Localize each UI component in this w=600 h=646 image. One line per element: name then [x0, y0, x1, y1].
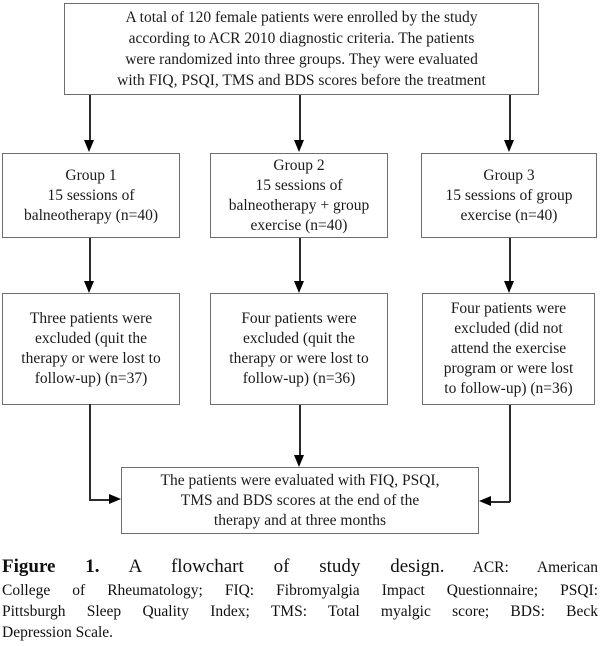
caption-line-3: Pittsburgh Sleep Quality Index; TMS: Tot… [2, 603, 598, 620]
arrowhead-right-final [109, 494, 121, 504]
connector-group1-to-exclusion1 [89, 238, 91, 282]
figure-number-label: Figure 1. [2, 556, 100, 577]
final-evaluation-box: The patients were evaluated with FIQ, PS… [121, 467, 479, 534]
caption-line-4: Depression Scale. [2, 624, 114, 641]
arrowhead-down-group2 [294, 140, 304, 152]
exclusion1-box: Three patients were excluded (quit the t… [2, 293, 180, 405]
group3-box: Group 3 15 sessions of group exercise (n… [421, 153, 597, 238]
arrowhead-down-group1 [84, 140, 94, 152]
exclusion3-box: Four patients were excluded (did not att… [422, 293, 595, 405]
connector-exclusion1-elbow-horizontal [89, 499, 110, 501]
connector-group2-to-exclusion2 [299, 238, 301, 282]
caption-title: A flowchart of study design. [128, 556, 445, 577]
group1-box: Group 1 15 sessions of balneotherapy (n=… [2, 153, 180, 238]
connector-exclusion3-elbow-vertical [509, 405, 511, 502]
connector-exclusion1-elbow-vertical [89, 404, 91, 500]
caption-line-1: Figure 1. A flowchart of study design. A… [2, 554, 598, 580]
arrowhead-down-group3 [504, 140, 514, 152]
exclusion2-box: Four patients were excluded (quit the th… [210, 293, 388, 405]
connector-group3-to-exclusion3 [509, 238, 511, 282]
figure-caption: Figure 1. A flowchart of study design. A… [2, 554, 598, 643]
connector-exclusion3-elbow-horizontal [489, 501, 510, 503]
arrowhead-left-final [479, 496, 491, 506]
connector-top-to-group3 [509, 95, 511, 141]
arrowhead-down-exclusion1 [84, 281, 94, 293]
caption-line-2: College of Rheumatology; FIQ: Fibromyalg… [2, 582, 598, 599]
connector-top-to-group2 [299, 95, 301, 141]
connector-top-to-group1 [89, 95, 91, 141]
caption-abbreviations-start: ACR: American [472, 559, 599, 576]
enrollment-box: A total of 120 female patients were enro… [64, 3, 539, 95]
group2-box: Group 2 15 sessions of balneotherapy + g… [210, 153, 388, 238]
arrowhead-down-final [294, 455, 304, 467]
arrowhead-down-exclusion3 [504, 281, 514, 293]
connector-exclusion2-to-final [299, 405, 301, 456]
arrowhead-down-exclusion2 [294, 281, 304, 293]
